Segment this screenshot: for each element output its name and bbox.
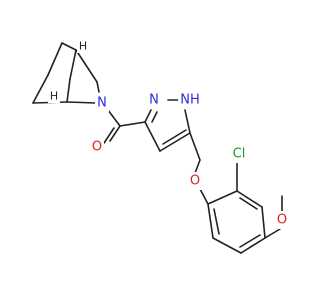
bond [61, 42, 77, 51]
bond [159, 132, 191, 152]
bond [239, 197, 258, 210]
bond [144, 109, 152, 123]
bond [213, 208, 220, 235]
bond [199, 188, 209, 205]
bond [207, 203, 214, 239]
bond [207, 190, 238, 205]
bond [212, 237, 242, 254]
atom-background [275, 211, 289, 229]
atom-labels: N O N NH O Cl O [90, 91, 289, 229]
atom-background [147, 91, 161, 109]
bond [239, 234, 261, 248]
bond [264, 228, 281, 239]
bond [189, 132, 201, 161]
bond [236, 190, 263, 208]
bond [103, 127, 115, 144]
bond [261, 206, 266, 239]
stereo-hydrogen-top: H [79, 40, 87, 53]
bond [194, 159, 201, 174]
bond [66, 78, 71, 103]
atom-background [95, 94, 109, 112]
bond [119, 121, 146, 127]
bond [240, 237, 266, 254]
bond [107, 109, 121, 127]
bond [151, 111, 158, 123]
atom-pyrazole-nh: NH [180, 93, 200, 108]
atom-bicyclic-nitrogen: N [97, 96, 107, 111]
bond [96, 81, 100, 93]
atom-ether-oxygen: O [190, 174, 200, 189]
atom-background [178, 91, 202, 109]
bond [184, 109, 191, 134]
atom-background [90, 138, 104, 156]
bond [162, 129, 187, 145]
stereo-hydrogen-bottom: H [50, 90, 58, 103]
bonds [32, 42, 283, 254]
stereo-h-background [77, 39, 89, 53]
bond [47, 42, 63, 76]
bond [32, 74, 49, 104]
atom-background [229, 145, 249, 163]
atom-carbonyl-oxygen: O [92, 140, 102, 155]
atom-methoxy-oxygen: O [277, 213, 287, 228]
bond [66, 101, 97, 104]
bond [69, 49, 77, 80]
bond [109, 125, 121, 142]
atom-chlorine: Cl [233, 147, 246, 162]
atom-pyrazole-nitrogen: N [149, 93, 159, 108]
atom-background [188, 172, 202, 190]
bond [75, 49, 98, 83]
bond [144, 121, 161, 152]
stereo-h-background [48, 89, 60, 103]
molecule-structure: H H N O N NH O Cl O [32, 39, 289, 254]
